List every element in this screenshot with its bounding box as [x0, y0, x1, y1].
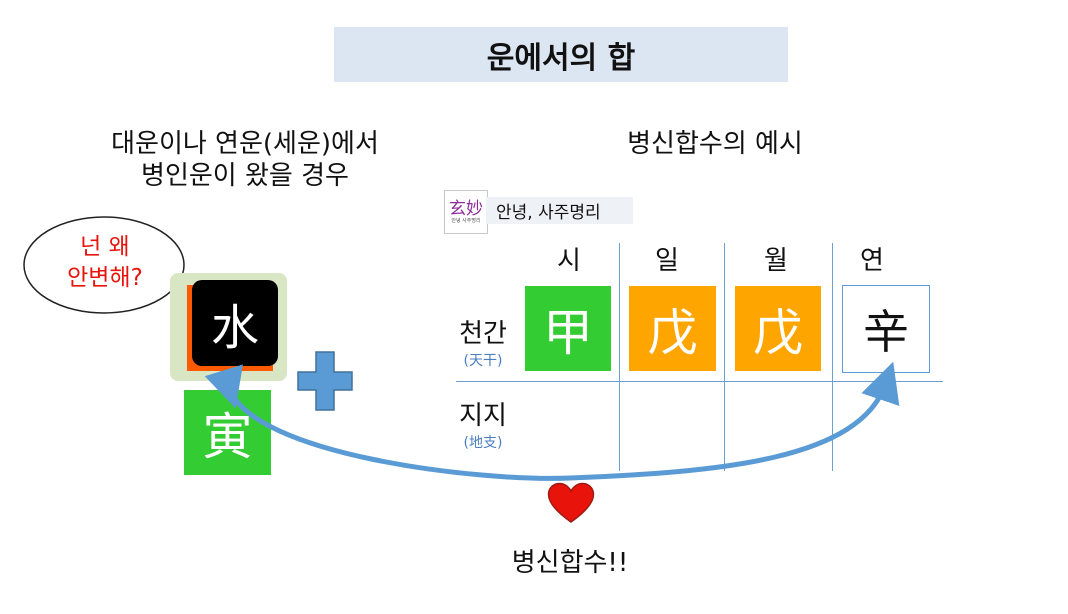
- left-caption-line1: 대운이나 연운(세운)에서: [111, 129, 379, 159]
- column-header-month: 월: [764, 246, 788, 276]
- row-label-stems: 천간: [459, 319, 507, 349]
- channel-logo: 玄妙 안녕 사주명리: [444, 190, 488, 234]
- speech-bubble-line1: 넌 왜: [80, 234, 130, 260]
- column-header-day: 일: [655, 246, 679, 276]
- page-title: 운에서의 합: [334, 27, 788, 82]
- left-caption-line2: 병인운이 왔을 경우: [141, 161, 349, 191]
- heart-icon: [547, 482, 595, 523]
- stem-cell-month: 戊: [735, 286, 821, 371]
- logo-subtext: 안녕 사주명리: [451, 218, 481, 224]
- channel-name: 안녕, 사주명리: [486, 197, 633, 224]
- page-title-text: 운에서의 합: [486, 40, 636, 76]
- logo-mark: 玄妙: [449, 199, 483, 219]
- grid-divider-2: [724, 243, 725, 471]
- speech-bubble-line2: 안변해?: [67, 265, 143, 291]
- grid-divider-3: [832, 243, 833, 471]
- stem-cell-hour: 甲: [525, 286, 611, 371]
- right-caption: 병신합수의 예시: [627, 129, 803, 159]
- stem-cell-day: 戊: [629, 286, 716, 371]
- left-caption: 대운이나 연운(세운)에서 병인운이 왔을 경우: [80, 128, 410, 192]
- speech-bubble-text: 넌 왜 안변해?: [40, 232, 170, 294]
- result-label: 병신합수!!: [511, 548, 629, 578]
- column-header-hour: 시: [557, 246, 581, 276]
- stem-cell-year: 辛: [842, 285, 930, 373]
- row-sublabel-branches: (地支): [463, 435, 503, 451]
- luck-stem-water: 水: [192, 280, 278, 366]
- grid-divider-1: [619, 243, 620, 471]
- column-header-year: 연: [860, 246, 884, 276]
